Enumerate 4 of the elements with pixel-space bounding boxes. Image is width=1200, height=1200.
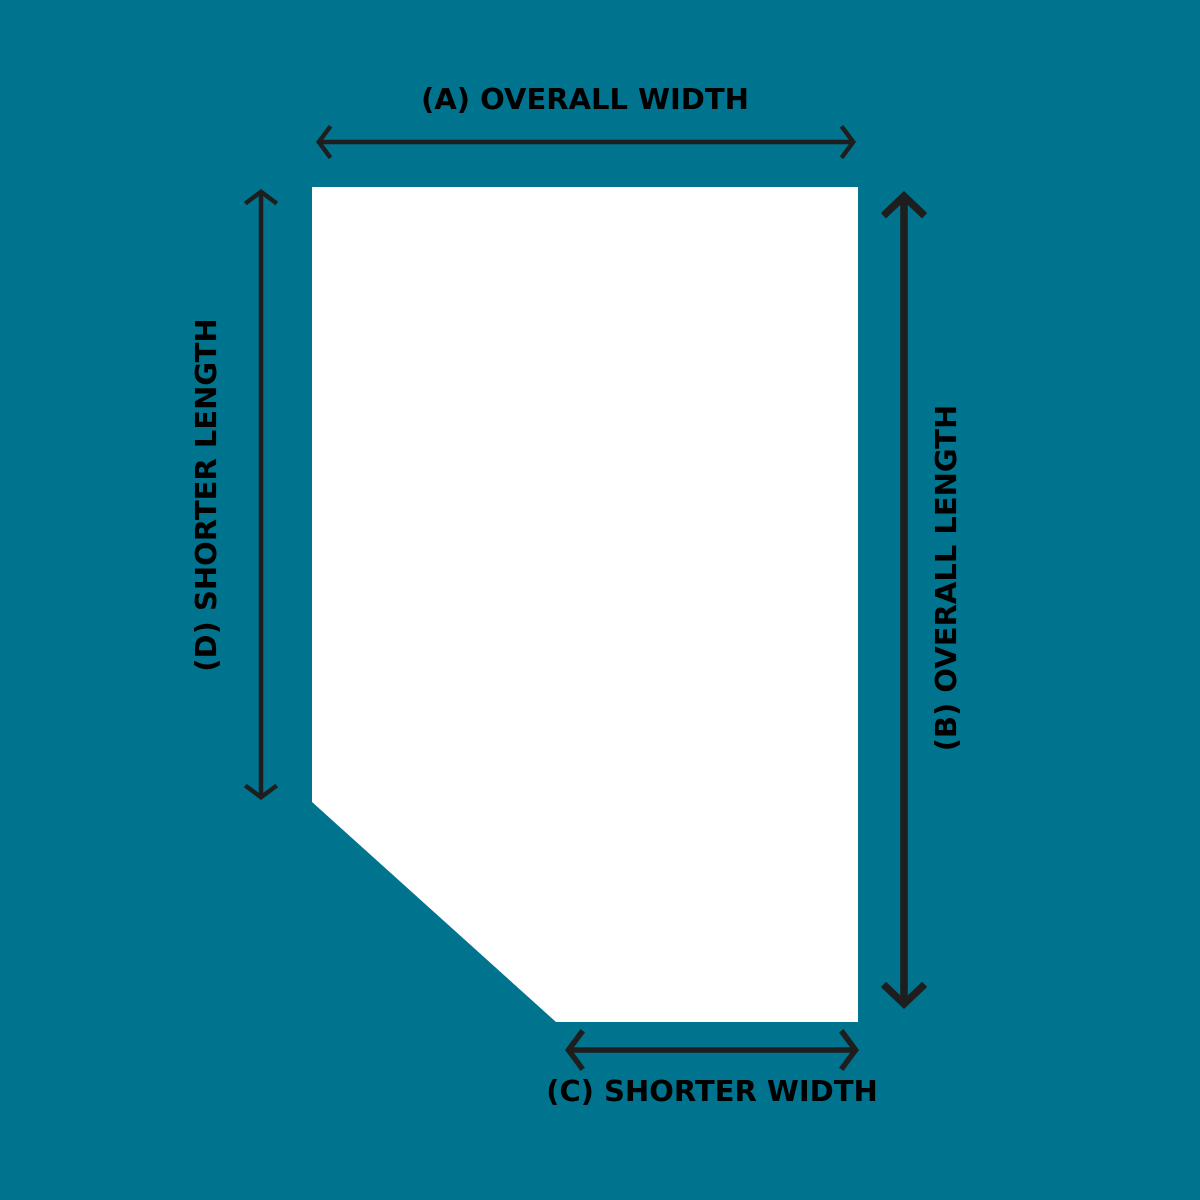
dimension-label: (D) SHORTER LENGTH	[194, 320, 220, 670]
dimension-label: (B) OVERALL LENGTH	[934, 407, 960, 749]
dimension-label: (A) OVERALL WIDTH	[423, 87, 747, 113]
dimension-label: (C) SHORTER WIDTH	[548, 1079, 876, 1105]
